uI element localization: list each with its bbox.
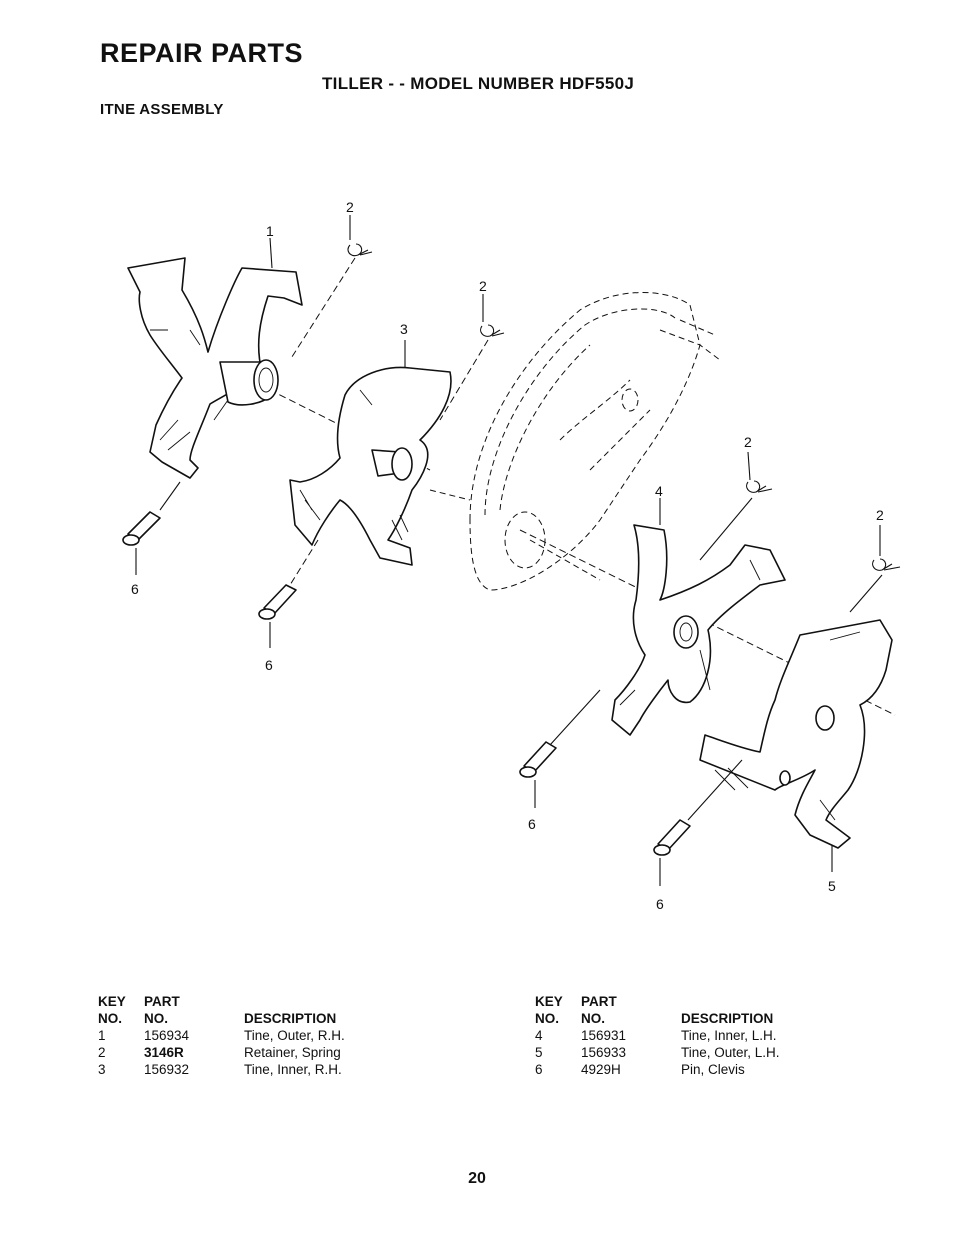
page-subtitle: TILLER - - MODEL NUMBER HDF550J (322, 74, 635, 93)
spring-retainer-1 (347, 243, 373, 257)
page-title: REPAIR PARTS (100, 38, 304, 68)
callout-3: 3 (400, 321, 408, 337)
spring-retainer-4 (872, 558, 901, 571)
part-5-outer-tine-lh (699, 619, 893, 849)
table-row: 1 156934 Tine, Outer, R.H. (98, 1028, 345, 1043)
table-row: 5 156933 Tine, Outer, L.H. (535, 1045, 780, 1060)
chaincase-housing (429, 292, 721, 591)
table-row: 3 156932 Tine, Inner, R.H. (98, 1062, 342, 1077)
leader-lines (135, 215, 883, 886)
part-4-inner-tine-lh (611, 524, 786, 736)
part-3-inner-tine-rh (289, 366, 452, 566)
table-row: 4 156931 Tine, Inner, L.H. (535, 1028, 777, 1043)
clevis-pin-3 (519, 741, 557, 778)
callout-2-a: 2 (346, 199, 354, 215)
clevis-pin-1 (122, 511, 161, 546)
callout-2-b: 2 (479, 278, 487, 294)
callout-4: 4 (655, 483, 663, 499)
callout-1: 1 (266, 223, 274, 239)
table-row: 6 4929H Pin, Clevis (535, 1062, 745, 1077)
table-row: 2 3146R Retainer, Spring (98, 1045, 341, 1060)
callout-6-d: 6 (656, 896, 664, 912)
header-description: DESCRIPTION (681, 1011, 774, 1026)
part-1-outer-tine-rh (127, 257, 303, 479)
callout-5: 5 (828, 878, 836, 894)
callout-2-d: 2 (876, 507, 884, 523)
clevis-pin-2 (258, 584, 297, 620)
spring-retainer-3 (746, 480, 773, 493)
spring-retainer-2 (480, 324, 505, 337)
callout-6-b: 6 (265, 657, 273, 673)
clevis-pin-4 (653, 819, 691, 856)
callout-6-a: 6 (131, 581, 139, 597)
header-description: DESCRIPTION (244, 1011, 337, 1026)
callout-2-c: 2 (744, 434, 752, 450)
page-number: 20 (468, 1170, 486, 1187)
callout-6-c: 6 (528, 816, 536, 832)
exploded-parts-diagram: 1 2 2 3 2 4 2 6 6 6 6 5 (122, 199, 901, 912)
section-heading: ITNE ASSEMBLY (100, 101, 224, 118)
